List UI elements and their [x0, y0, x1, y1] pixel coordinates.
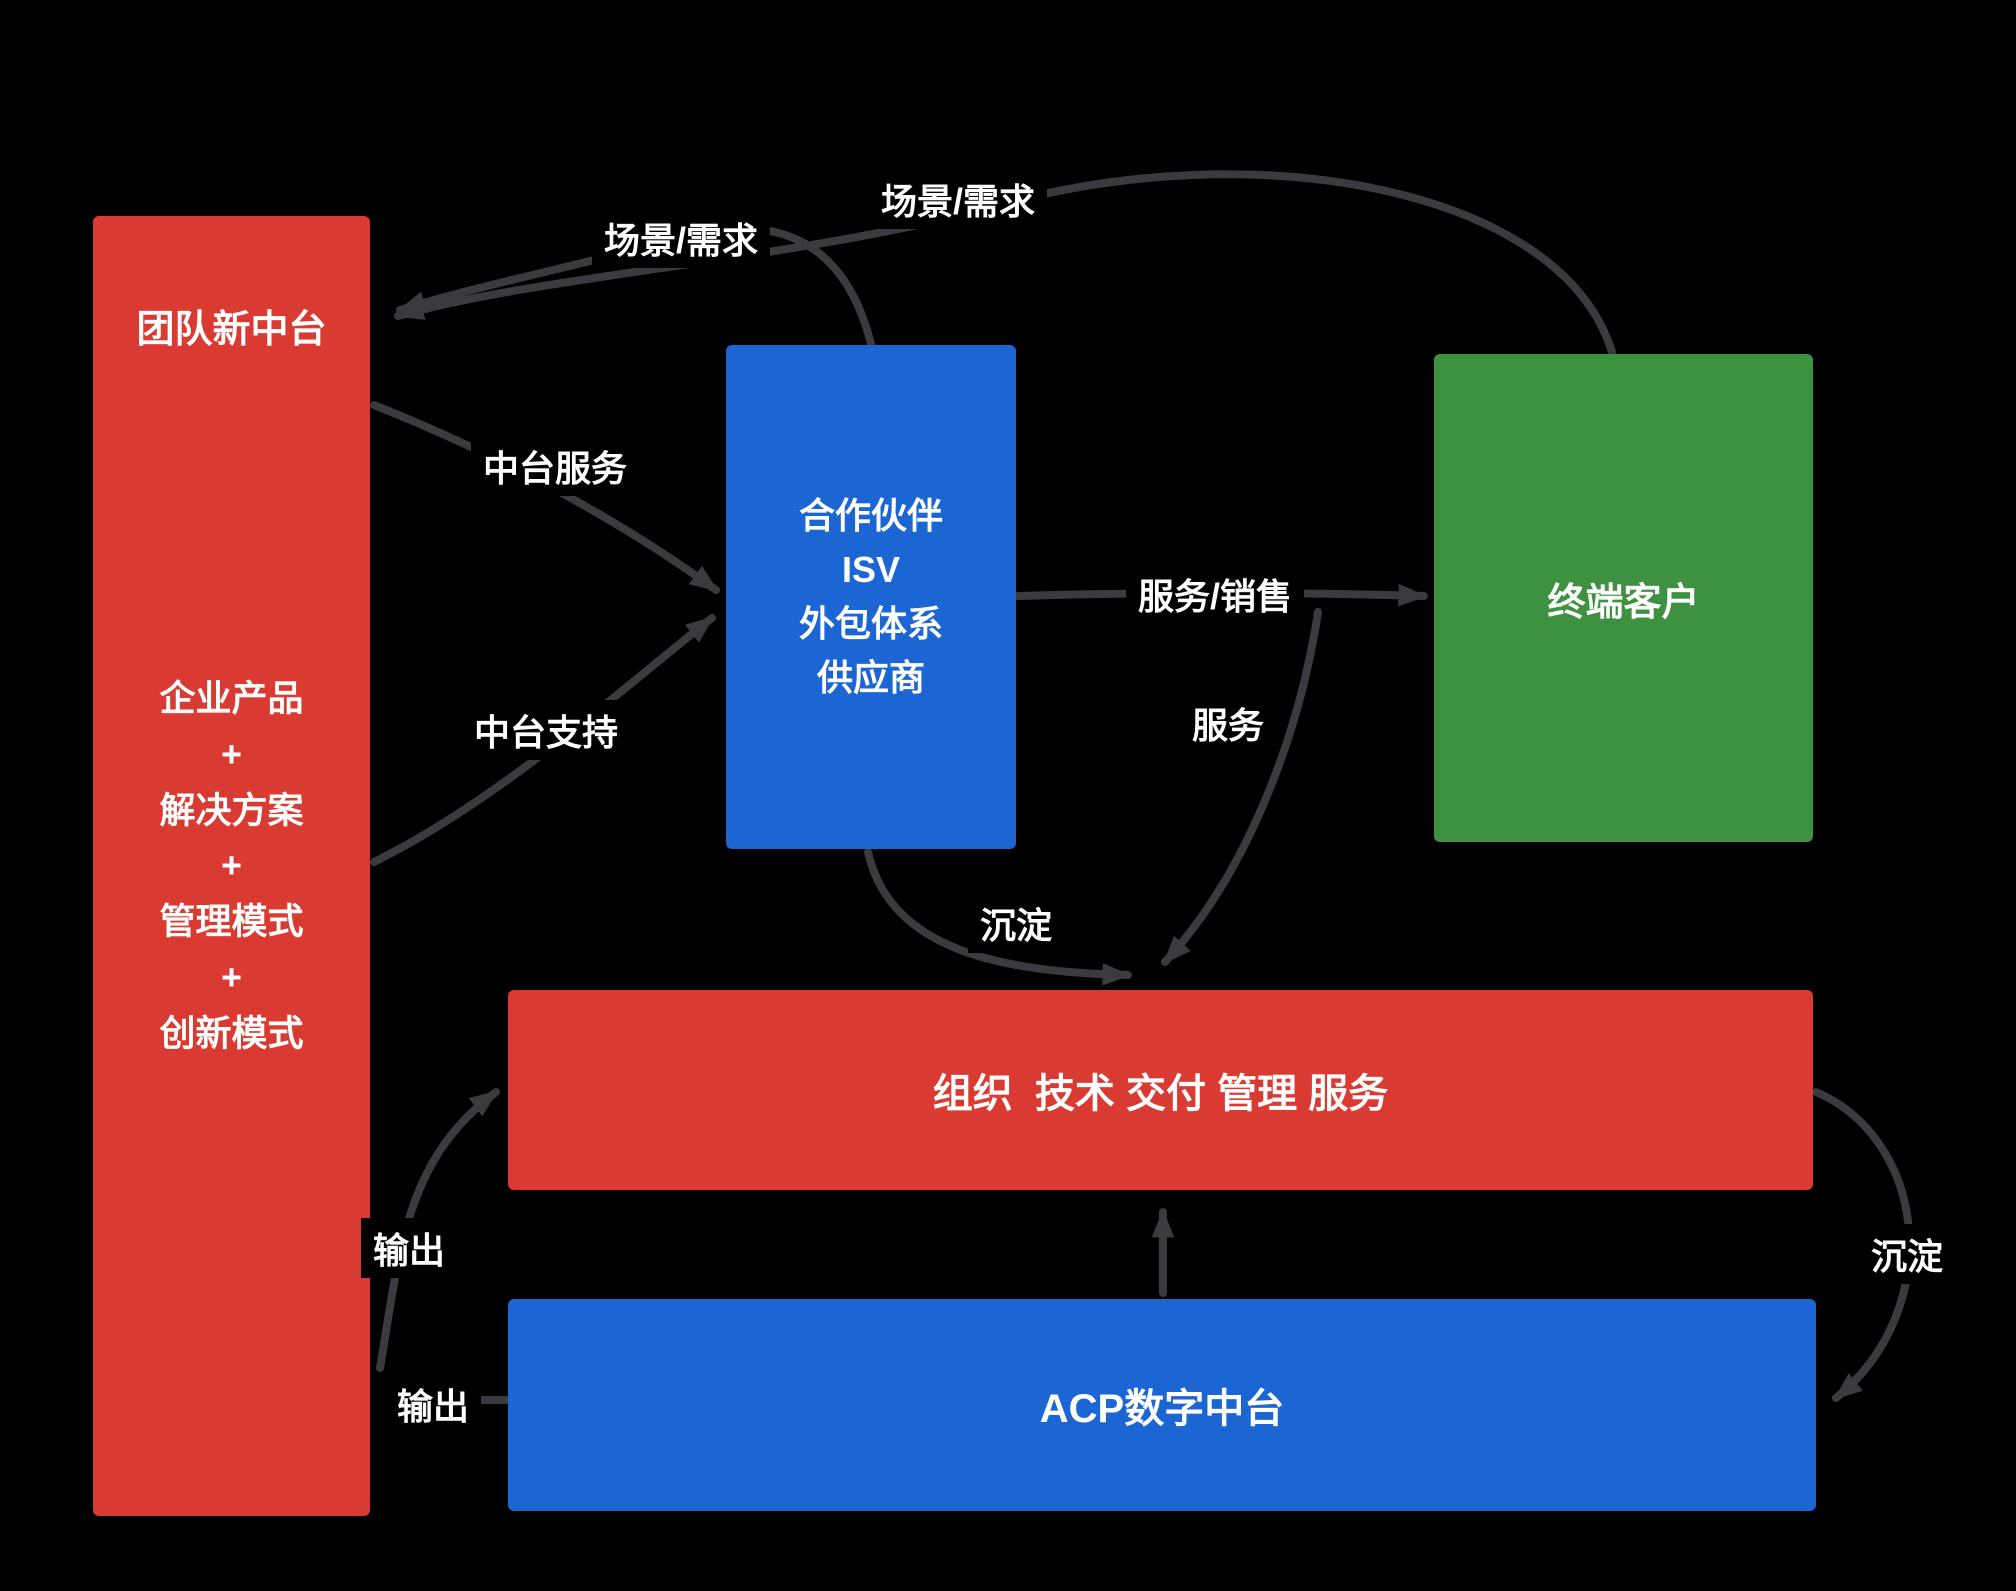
edge-team-to-partners-service: [370, 401, 720, 594]
edge-team-to-org-output: [376, 1088, 500, 1372]
edge-label-deposit-center: 沉淀: [967, 893, 1065, 953]
edge-label-deposit-right: 沉淀: [1858, 1224, 1956, 1284]
enterprise-product-stack: 企业产品 + 解决方案 + 管理模式 + 创新模式: [159, 677, 304, 1054]
edge-label-scene-demand-left: 场景/需求: [591, 208, 771, 268]
edge-service-to-org: [1161, 608, 1322, 966]
partners-label: 合作伙伴 ISV 外包体系 供应商: [798, 495, 943, 698]
node-end-customers: 终端客户: [1434, 354, 1813, 842]
edge-label-platform-support: 中台支持: [461, 700, 631, 760]
edge-label-platform-service: 中台服务: [470, 436, 640, 496]
edge-label-scene-demand-top: 场景/需求: [868, 169, 1048, 229]
edge-partners-to-org-deposit: [864, 848, 1132, 986]
edge-label-output-upper: 输出: [360, 1218, 458, 1278]
edge-label-service-sales: 服务/销售: [1125, 564, 1305, 624]
end-customers-label: 终端客户: [1547, 581, 1700, 624]
node-acp-digital-platform: ACP数字中台: [508, 1299, 1816, 1511]
edge-label-service: 服务: [1179, 693, 1277, 753]
node-team-platform: 团队新中台 企业产品 + 解决方案 + 管理模式 + 创新模式: [93, 216, 370, 1516]
acp-digital-platform-label: ACP数字中台: [1039, 1387, 1285, 1431]
node-partners: 合作伙伴 ISV 外包体系 供应商: [726, 345, 1016, 849]
edge-label-output-lower: 输出: [384, 1374, 482, 1434]
node-org-capabilities: 组织 技术 交付 管理 服务: [508, 990, 1813, 1190]
org-capabilities-label: 组织 技术 交付 管理 服务: [932, 1072, 1389, 1116]
team-platform-title: 团队新中台: [136, 309, 327, 351]
